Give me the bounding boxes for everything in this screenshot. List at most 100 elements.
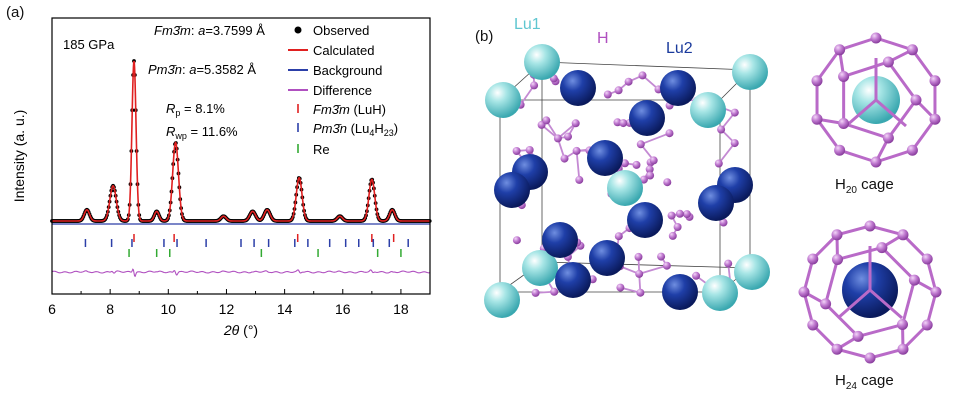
cage-bond — [911, 48, 937, 82]
cage-bond — [839, 148, 877, 164]
h-atom — [616, 283, 625, 292]
h-atom — [632, 160, 641, 169]
cage-bond — [843, 60, 889, 78]
cage-h-atom — [882, 56, 894, 68]
h-atom — [638, 71, 647, 80]
panel-a-label: (a) — [6, 4, 25, 21]
cage-h-atom — [930, 286, 942, 298]
h-atom — [662, 261, 671, 270]
rp-sub: p — [175, 108, 180, 118]
cage-bond — [857, 323, 903, 338]
h20-sub: 20 — [845, 185, 857, 196]
cage-h-atom — [910, 94, 922, 106]
cage-h-atom — [838, 118, 850, 129]
h-atom — [657, 252, 666, 261]
legend-pm3n-close: ) — [394, 121, 398, 136]
h24-suffix: cage — [856, 372, 894, 389]
legend-fm3m-phase: Fm3̄m — [313, 102, 350, 117]
h-atom — [530, 81, 539, 90]
x-tick-label: 6 — [48, 301, 56, 317]
pressure-label: 185 GPa — [63, 37, 115, 52]
phase1-colon: : — [191, 23, 198, 38]
h24-cage-label: H24 cage — [835, 372, 894, 392]
cage-bond — [843, 122, 889, 140]
pm3n-ticks — [84, 239, 409, 247]
cage-bond — [836, 224, 871, 237]
cage-bond — [875, 36, 913, 52]
cage-h-atom — [831, 343, 843, 355]
lu1-label: Lu1 — [514, 16, 541, 33]
h-atom — [624, 77, 633, 86]
panel-b-label: (b) — [475, 28, 494, 45]
lu1-atom — [702, 275, 738, 311]
phase1-annotation: Fm3̄m: a=3.7599 Å — [154, 23, 265, 38]
h-atom — [719, 218, 728, 227]
cage-bond — [802, 291, 815, 326]
h-bond — [640, 132, 670, 146]
cage-bond — [815, 48, 841, 82]
cage-h-atom — [870, 32, 882, 44]
h-atom — [619, 119, 628, 128]
legend: Observed Calculated Background Differenc… — [288, 23, 398, 157]
re-ticks — [128, 249, 402, 257]
x-tick-label: 18 — [393, 301, 409, 317]
x-axis-label: 2θ (°) — [223, 322, 258, 338]
legend-fm3m-suffix: (LuH) — [350, 102, 386, 117]
cage-h-atom — [838, 71, 850, 82]
h-atom — [560, 154, 569, 163]
lu1-atom — [690, 92, 726, 128]
h-atom — [635, 269, 644, 278]
cage-bond — [815, 118, 841, 152]
h-atom — [673, 223, 682, 231]
rwp-value: = 11.6% — [187, 124, 238, 139]
cage-bond — [875, 148, 913, 164]
cage-h-atom — [798, 286, 810, 298]
lu2-label: Lu2 — [666, 40, 693, 57]
h-atom — [668, 231, 677, 240]
legend-tick-re-label: Re — [313, 142, 330, 157]
rp-sym: R — [166, 101, 175, 116]
h-atom — [550, 287, 559, 296]
h-atom — [572, 146, 581, 155]
legend-observed-label: Observed — [313, 23, 369, 38]
h-atom — [665, 129, 674, 138]
cage-h-atom — [811, 113, 823, 125]
legend-background-label: Background — [313, 63, 382, 78]
cage-h-atom — [897, 319, 908, 330]
h-atom — [682, 210, 691, 219]
x-tick-label: 14 — [277, 301, 293, 317]
cage-bond — [837, 246, 883, 261]
legend-pm3n-sub1: 4 — [369, 128, 374, 138]
h-bond — [718, 142, 736, 165]
h-atom — [667, 211, 676, 220]
h-atom — [512, 147, 521, 155]
rwp-sub: wp — [174, 131, 187, 141]
legend-pm3n-phase: Pm3̄n — [313, 121, 347, 136]
h-atom — [531, 288, 540, 297]
cage-bond — [869, 224, 904, 237]
h-atom — [663, 178, 672, 187]
h-atom — [564, 132, 572, 141]
h-bond — [638, 264, 668, 275]
h-atom — [714, 159, 723, 168]
lu1-atom — [485, 82, 521, 118]
rwp-sym: R — [166, 124, 175, 139]
cage-bond — [839, 36, 877, 52]
h-atom — [730, 108, 739, 117]
cage-bond — [925, 291, 938, 326]
x-tick-label: 16 — [335, 301, 351, 317]
h-atom — [512, 236, 521, 245]
lu2-atom — [494, 172, 530, 208]
h-atom — [603, 90, 612, 99]
y-axis-label: Intensity (a. u.) — [11, 110, 27, 203]
legend-tick-fm3m-label: Fm3̄m (LuH) — [313, 102, 386, 117]
phase2-colon: : — [182, 62, 189, 77]
x-axis-label-unit: (°) — [239, 322, 258, 338]
h-atom — [620, 159, 629, 168]
h-bond — [575, 150, 581, 180]
cage-bond — [887, 61, 918, 101]
cage-bond — [911, 118, 937, 152]
lu1-atom — [524, 44, 560, 80]
rp-annotation: Rp = 8.1% — [166, 101, 225, 118]
cage-h-atom — [831, 229, 843, 241]
